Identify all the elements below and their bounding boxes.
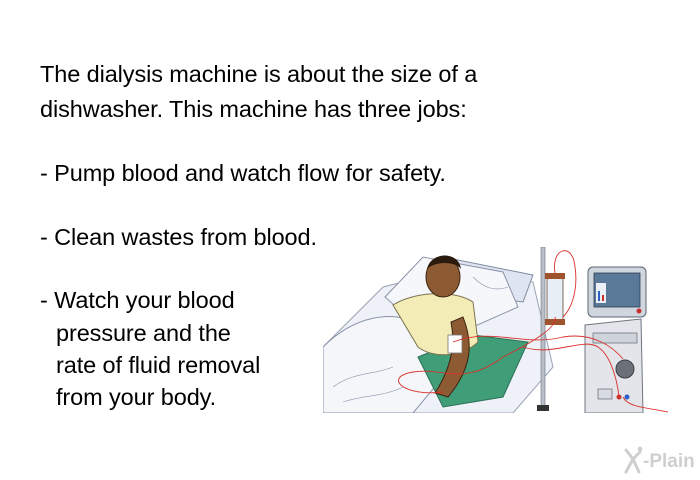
x-figure-logo-icon	[622, 446, 644, 479]
dialysis-patient-illustration	[322, 246, 669, 414]
job-3-line-4: from your body.	[56, 384, 217, 410]
logo-text: -Plain	[643, 451, 695, 472]
job-3-line-1: - Watch your blood	[40, 287, 235, 313]
job-3-line-2: pressure and the	[56, 320, 231, 346]
job-3-line-3: rate of fluid removal	[56, 352, 261, 378]
intro-line-2: dishwasher. This machine has three jobs:	[40, 96, 467, 122]
job-1: - Pump blood and watch flow for safety.	[40, 160, 446, 186]
intro-line-1: The dialysis machine is about the size o…	[40, 61, 478, 87]
job-2: - Clean wastes from blood.	[40, 224, 317, 250]
xplain-logo: -Plain	[622, 446, 695, 479]
